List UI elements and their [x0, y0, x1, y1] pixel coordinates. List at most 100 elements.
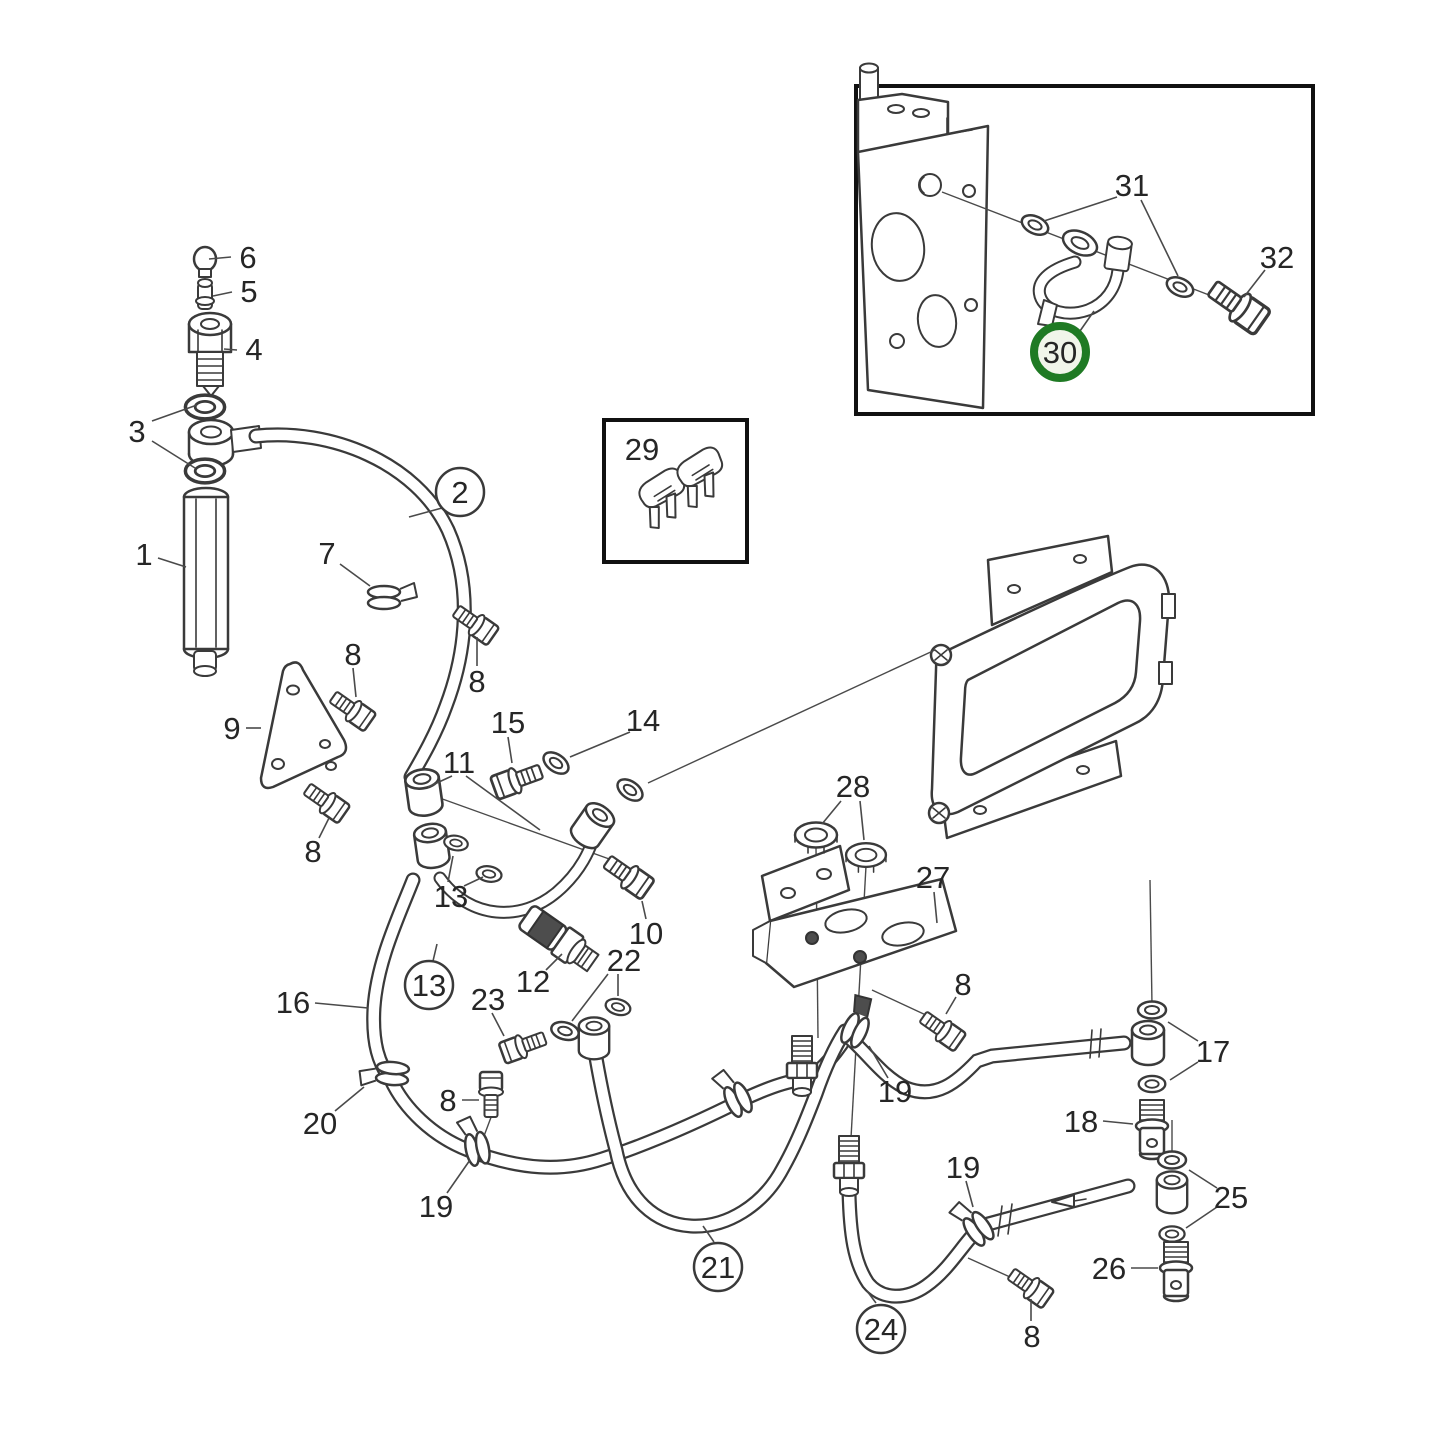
svg-text:2: 2: [451, 475, 468, 510]
callout-10: 10: [629, 900, 663, 951]
svg-text:4: 4: [245, 332, 262, 367]
callout-22: 22: [571, 943, 641, 1022]
svg-text:23: 23: [471, 982, 505, 1017]
svg-text:1: 1: [135, 537, 152, 572]
stud-union-b: [832, 1134, 866, 1198]
washer-22a: [602, 995, 634, 1019]
callout-15: 15: [491, 705, 525, 764]
bolt-15: [488, 757, 547, 803]
plug-12: [518, 905, 600, 973]
svg-text:8: 8: [954, 967, 971, 1002]
callout-28: 28: [821, 769, 870, 841]
callout-19: 19: [419, 1159, 471, 1224]
svg-text:30: 30: [1043, 335, 1077, 370]
callout-3: 3: [128, 404, 198, 469]
svg-text:26: 26: [1092, 1251, 1126, 1286]
banjo-eye-17: [1130, 1019, 1166, 1067]
bolt-8c: [299, 777, 353, 826]
svg-text:32: 32: [1260, 240, 1294, 275]
engine-plate: [856, 62, 990, 410]
svg-text:11: 11: [443, 745, 475, 780]
callout-12: 12: [516, 953, 563, 999]
bolt-23: [496, 1025, 550, 1067]
callout-13: 13: [403, 943, 455, 1011]
banjo-eye-25: [1155, 1170, 1189, 1215]
svg-text:8: 8: [304, 834, 321, 869]
pipe-30: [1032, 229, 1133, 327]
washer-14a: [538, 746, 574, 780]
hose-2: [248, 427, 472, 785]
svg-text:19: 19: [419, 1189, 453, 1224]
callout-1: 1: [135, 537, 187, 572]
callout-19: 19: [946, 1150, 980, 1208]
callout-27: 27: [916, 860, 950, 924]
callout-11: 11: [427, 745, 541, 831]
bolt-8f: [1003, 1262, 1057, 1311]
clamp-19c: [833, 991, 882, 1051]
callout-4: 4: [223, 332, 263, 367]
callout-14: 14: [569, 703, 660, 758]
svg-text:29: 29: [625, 432, 659, 467]
svg-text:6: 6: [239, 240, 256, 275]
svg-text:18: 18: [1064, 1104, 1098, 1139]
callout-29: 29: [625, 432, 659, 467]
washer-14b: [612, 773, 648, 807]
svg-text:9: 9: [223, 711, 240, 746]
clamp-20: [357, 1057, 411, 1091]
banjo-bolt-26: [1158, 1240, 1194, 1303]
svg-text:5: 5: [240, 274, 257, 309]
cooler-frame: [927, 534, 1176, 840]
callout-8: 8: [945, 967, 972, 1015]
svg-text:22: 22: [607, 943, 641, 978]
callout-31: 31: [1043, 168, 1179, 277]
bolt-32: [1201, 273, 1274, 338]
callout-13: 13: [434, 855, 484, 914]
callout-25: 25: [1185, 1169, 1248, 1229]
svg-text:31: 31: [1115, 168, 1149, 203]
callout-16: 16: [276, 985, 369, 1020]
svg-text:8: 8: [439, 1083, 456, 1118]
svg-text:7: 7: [318, 536, 335, 571]
svg-text:27: 27: [916, 860, 950, 895]
washer-31a: [1017, 210, 1053, 240]
banjo-eye-21: [577, 1016, 611, 1061]
callout-8: 8: [344, 637, 362, 698]
callout-23: 23: [471, 982, 505, 1037]
banjo-bolt-18: [1134, 1098, 1170, 1161]
hose-24: [841, 1178, 1136, 1304]
svg-text:20: 20: [303, 1106, 337, 1141]
clip-29b: [673, 445, 729, 511]
svg-text:16: 16: [276, 985, 310, 1020]
washer-17a: [1136, 1000, 1168, 1020]
washer-17b: [1137, 1074, 1167, 1094]
svg-text:13: 13: [412, 968, 446, 1003]
callout-20: 20: [303, 1086, 365, 1141]
callout-8: 8: [1023, 1299, 1041, 1354]
detail-inset-30: [854, 62, 1315, 416]
svg-text:21: 21: [701, 1250, 735, 1285]
callout-9: 9: [223, 711, 261, 746]
clamp-7: [366, 581, 419, 611]
callout-8: 8: [468, 637, 486, 699]
bracket-9: [259, 661, 348, 790]
svg-text:12: 12: [516, 964, 550, 999]
banjo-eye-11: [565, 797, 620, 855]
callout-6: 6: [208, 240, 257, 275]
banjo-union-stack: [402, 765, 452, 872]
washer-31b: [1162, 272, 1198, 302]
callout-24: 24: [855, 1290, 907, 1355]
clip-inset-29: [602, 418, 749, 564]
svg-text:8: 8: [1023, 1319, 1040, 1354]
svg-text:10: 10: [629, 916, 663, 951]
svg-text:19: 19: [878, 1074, 912, 1109]
callout-18: 18: [1064, 1104, 1134, 1139]
svg-text:24: 24: [864, 1312, 898, 1347]
svg-text:28: 28: [836, 769, 870, 804]
callout-17: 17: [1167, 1021, 1230, 1081]
callout-32: 32: [1243, 240, 1294, 298]
callout-5: 5: [212, 274, 258, 309]
svg-text:14: 14: [626, 703, 660, 738]
